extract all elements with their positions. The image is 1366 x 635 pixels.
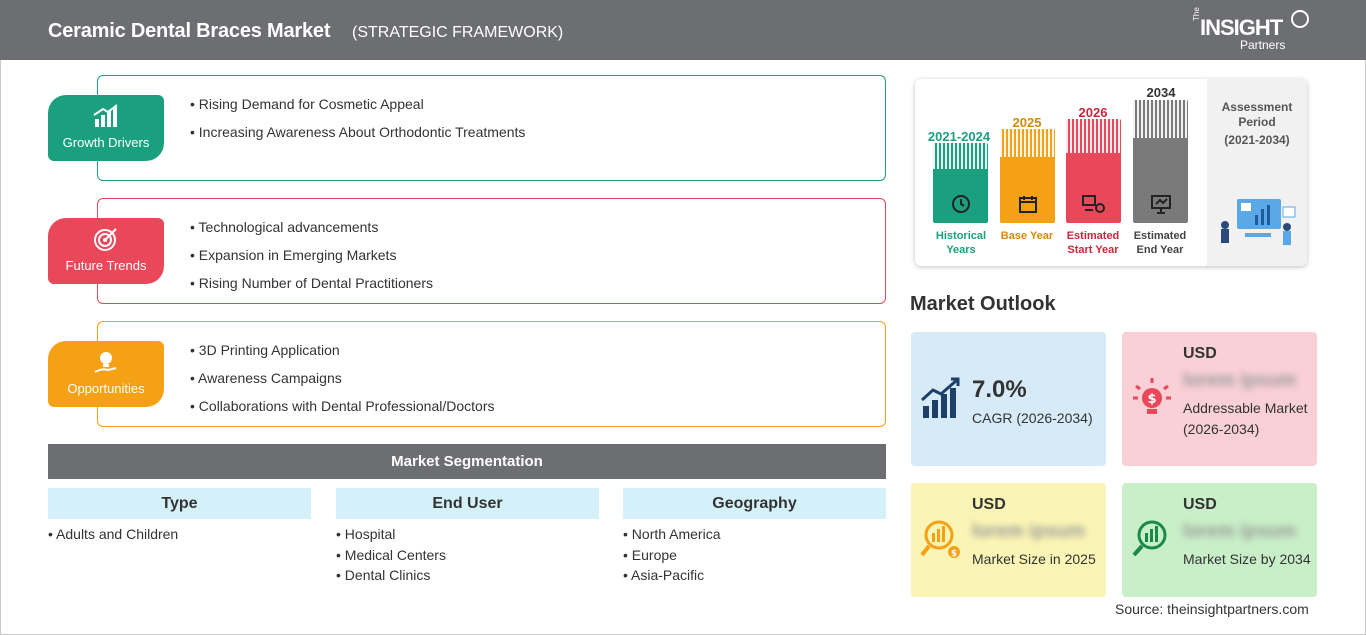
timeline-bar-start xyxy=(1066,119,1121,223)
assessment-timeline: 2021-2024 Historical Years 2025 Base Yea… xyxy=(915,79,1307,266)
list-item: 3D Printing Application xyxy=(190,340,495,368)
timeline-year: 2034 xyxy=(1146,85,1176,100)
opportunities-label: Opportunities xyxy=(67,381,145,396)
timeline-caption: Estimated Start Year xyxy=(1066,230,1120,256)
growth-drivers-badge: Growth Drivers xyxy=(48,95,164,161)
list-item: Rising Number of Dental Practitioners xyxy=(190,273,433,301)
growth-drivers-label: Growth Drivers xyxy=(62,135,150,150)
list-item: Technological advancements xyxy=(190,217,433,245)
growth-drivers-list: Rising Demand for Cosmetic Appeal Increa… xyxy=(190,94,526,150)
page-subtitle: (STRATEGIC FRAMEWORK) xyxy=(352,24,564,41)
analyst-illustration-icon xyxy=(1221,199,1296,245)
svg-text:$: $ xyxy=(1147,392,1156,407)
segment-column-geography: Geography North America Europe Asia-Paci… xyxy=(623,488,886,588)
addressable-market-card: $ USD lorem ipsum Addressable Market (20… xyxy=(1122,332,1317,466)
future-trends-badge: Future Trends xyxy=(48,218,164,284)
list-item: Adults and Children xyxy=(48,526,311,547)
list-item: Collaborations with Dental Professional/… xyxy=(190,396,495,424)
addressable-usd: USD xyxy=(1183,345,1217,362)
list-item: Hospital xyxy=(336,526,599,547)
list-item: Dental Clinics xyxy=(336,567,599,588)
list-item: Expansion in Emerging Markets xyxy=(190,245,433,273)
timeline-bar-historical xyxy=(933,143,988,223)
timeline-year: 2025 xyxy=(1012,115,1042,130)
lightbulb-hand-icon xyxy=(48,349,164,375)
list-item: Increasing Awareness About Orthodontic T… xyxy=(190,122,526,150)
cagr-card: 7.0% CAGR (2026-2034) xyxy=(911,332,1106,466)
idea-dollar-icon: $ xyxy=(1133,378,1171,414)
growth-drivers-card: Rising Demand for Cosmetic Appeal Increa… xyxy=(97,75,886,181)
cagr-value: 7.0% xyxy=(972,376,1027,403)
size-2025-label: Market Size in 2025 xyxy=(972,551,1096,567)
segment-column-end-user: End User Hospital Medical Centers Dental… xyxy=(336,488,599,588)
segment-column-type: Type Adults and Children xyxy=(48,488,311,547)
source-link[interactable]: Source: theinsightpartners.com xyxy=(1115,601,1309,617)
presentation-icon xyxy=(1133,193,1188,215)
future-trends-card: Technological advancements Expansion in … xyxy=(97,198,886,304)
opportunities-card: 3D Printing Application Awareness Campai… xyxy=(97,321,886,427)
svg-text:$: $ xyxy=(951,549,957,559)
market-size-2034-card: USD lorem ipsum Market Size by 2034 xyxy=(1122,483,1317,597)
market-segmentation-header: Market Segmentation xyxy=(48,444,886,479)
header-bar: Ceramic Dental Braces Market (STRATEGIC … xyxy=(0,0,1366,60)
segment-header: Type xyxy=(48,488,311,519)
assessment-period-panel: Assessment Period (2021-2034) xyxy=(1207,79,1307,266)
magnifier-chart-icon xyxy=(1132,520,1167,557)
market-outlook-title: Market Outlook xyxy=(910,293,1056,315)
opportunities-list: 3D Printing Application Awareness Campai… xyxy=(190,340,495,424)
segment-header: End User xyxy=(336,488,599,519)
timeline-caption: Estimated End Year xyxy=(1133,230,1187,256)
calendar-icon xyxy=(1000,193,1055,215)
opportunities-badge: Opportunities xyxy=(48,341,164,407)
size-2025-usd: USD xyxy=(972,496,1006,513)
bar-chart-icon xyxy=(48,103,164,129)
future-trends-list: Technological advancements Expansion in … xyxy=(190,217,433,301)
size-2034-value: lorem ipsum xyxy=(1183,521,1296,542)
list-item: North America xyxy=(623,526,886,547)
magnifier-chart-icon: $ xyxy=(920,520,960,559)
list-item: Europe xyxy=(623,547,886,568)
assessment-period-range: (2021-2034) xyxy=(1224,133,1290,147)
list-item: Awareness Campaigns xyxy=(190,368,495,396)
market-size-2025-card: $ USD lorem ipsum Market Size in 2025 xyxy=(911,483,1106,597)
growth-chart-icon xyxy=(920,377,960,418)
insight-partners-logo[interactable]: The INSIGHT Partners xyxy=(1190,7,1320,53)
target-icon xyxy=(48,226,164,252)
size-2034-label: Market Size by 2034 xyxy=(1183,551,1311,567)
projection-icon xyxy=(1066,193,1121,215)
addressable-value: lorem ipsum xyxy=(1183,370,1296,391)
timeline-bar-end xyxy=(1133,100,1188,223)
cagr-label: CAGR (2026-2034) xyxy=(972,410,1093,426)
timeline-bar-base xyxy=(1000,129,1055,223)
addressable-label: Addressable Market (2026-2034) xyxy=(1183,400,1308,437)
history-icon xyxy=(933,193,988,215)
logo-magnifier-icon xyxy=(1291,10,1309,28)
timeline-year: 2026 xyxy=(1078,105,1108,120)
timeline-caption: Historical Years xyxy=(935,230,987,256)
segment-header: Geography xyxy=(623,488,886,519)
timeline-year: 2021-2024 xyxy=(927,129,991,144)
list-item: Medical Centers xyxy=(336,547,599,568)
list-item: Rising Demand for Cosmetic Appeal xyxy=(190,94,525,122)
page-title: Ceramic Dental Braces Market xyxy=(48,20,331,42)
size-2025-value: lorem ipsum xyxy=(972,521,1085,542)
assessment-period-label: Assessment Period xyxy=(1221,100,1293,129)
timeline-caption: Base Year xyxy=(1000,230,1054,242)
size-2034-usd: USD xyxy=(1183,496,1217,513)
list-item: Asia-Pacific xyxy=(623,567,886,588)
future-trends-label: Future Trends xyxy=(65,258,147,273)
